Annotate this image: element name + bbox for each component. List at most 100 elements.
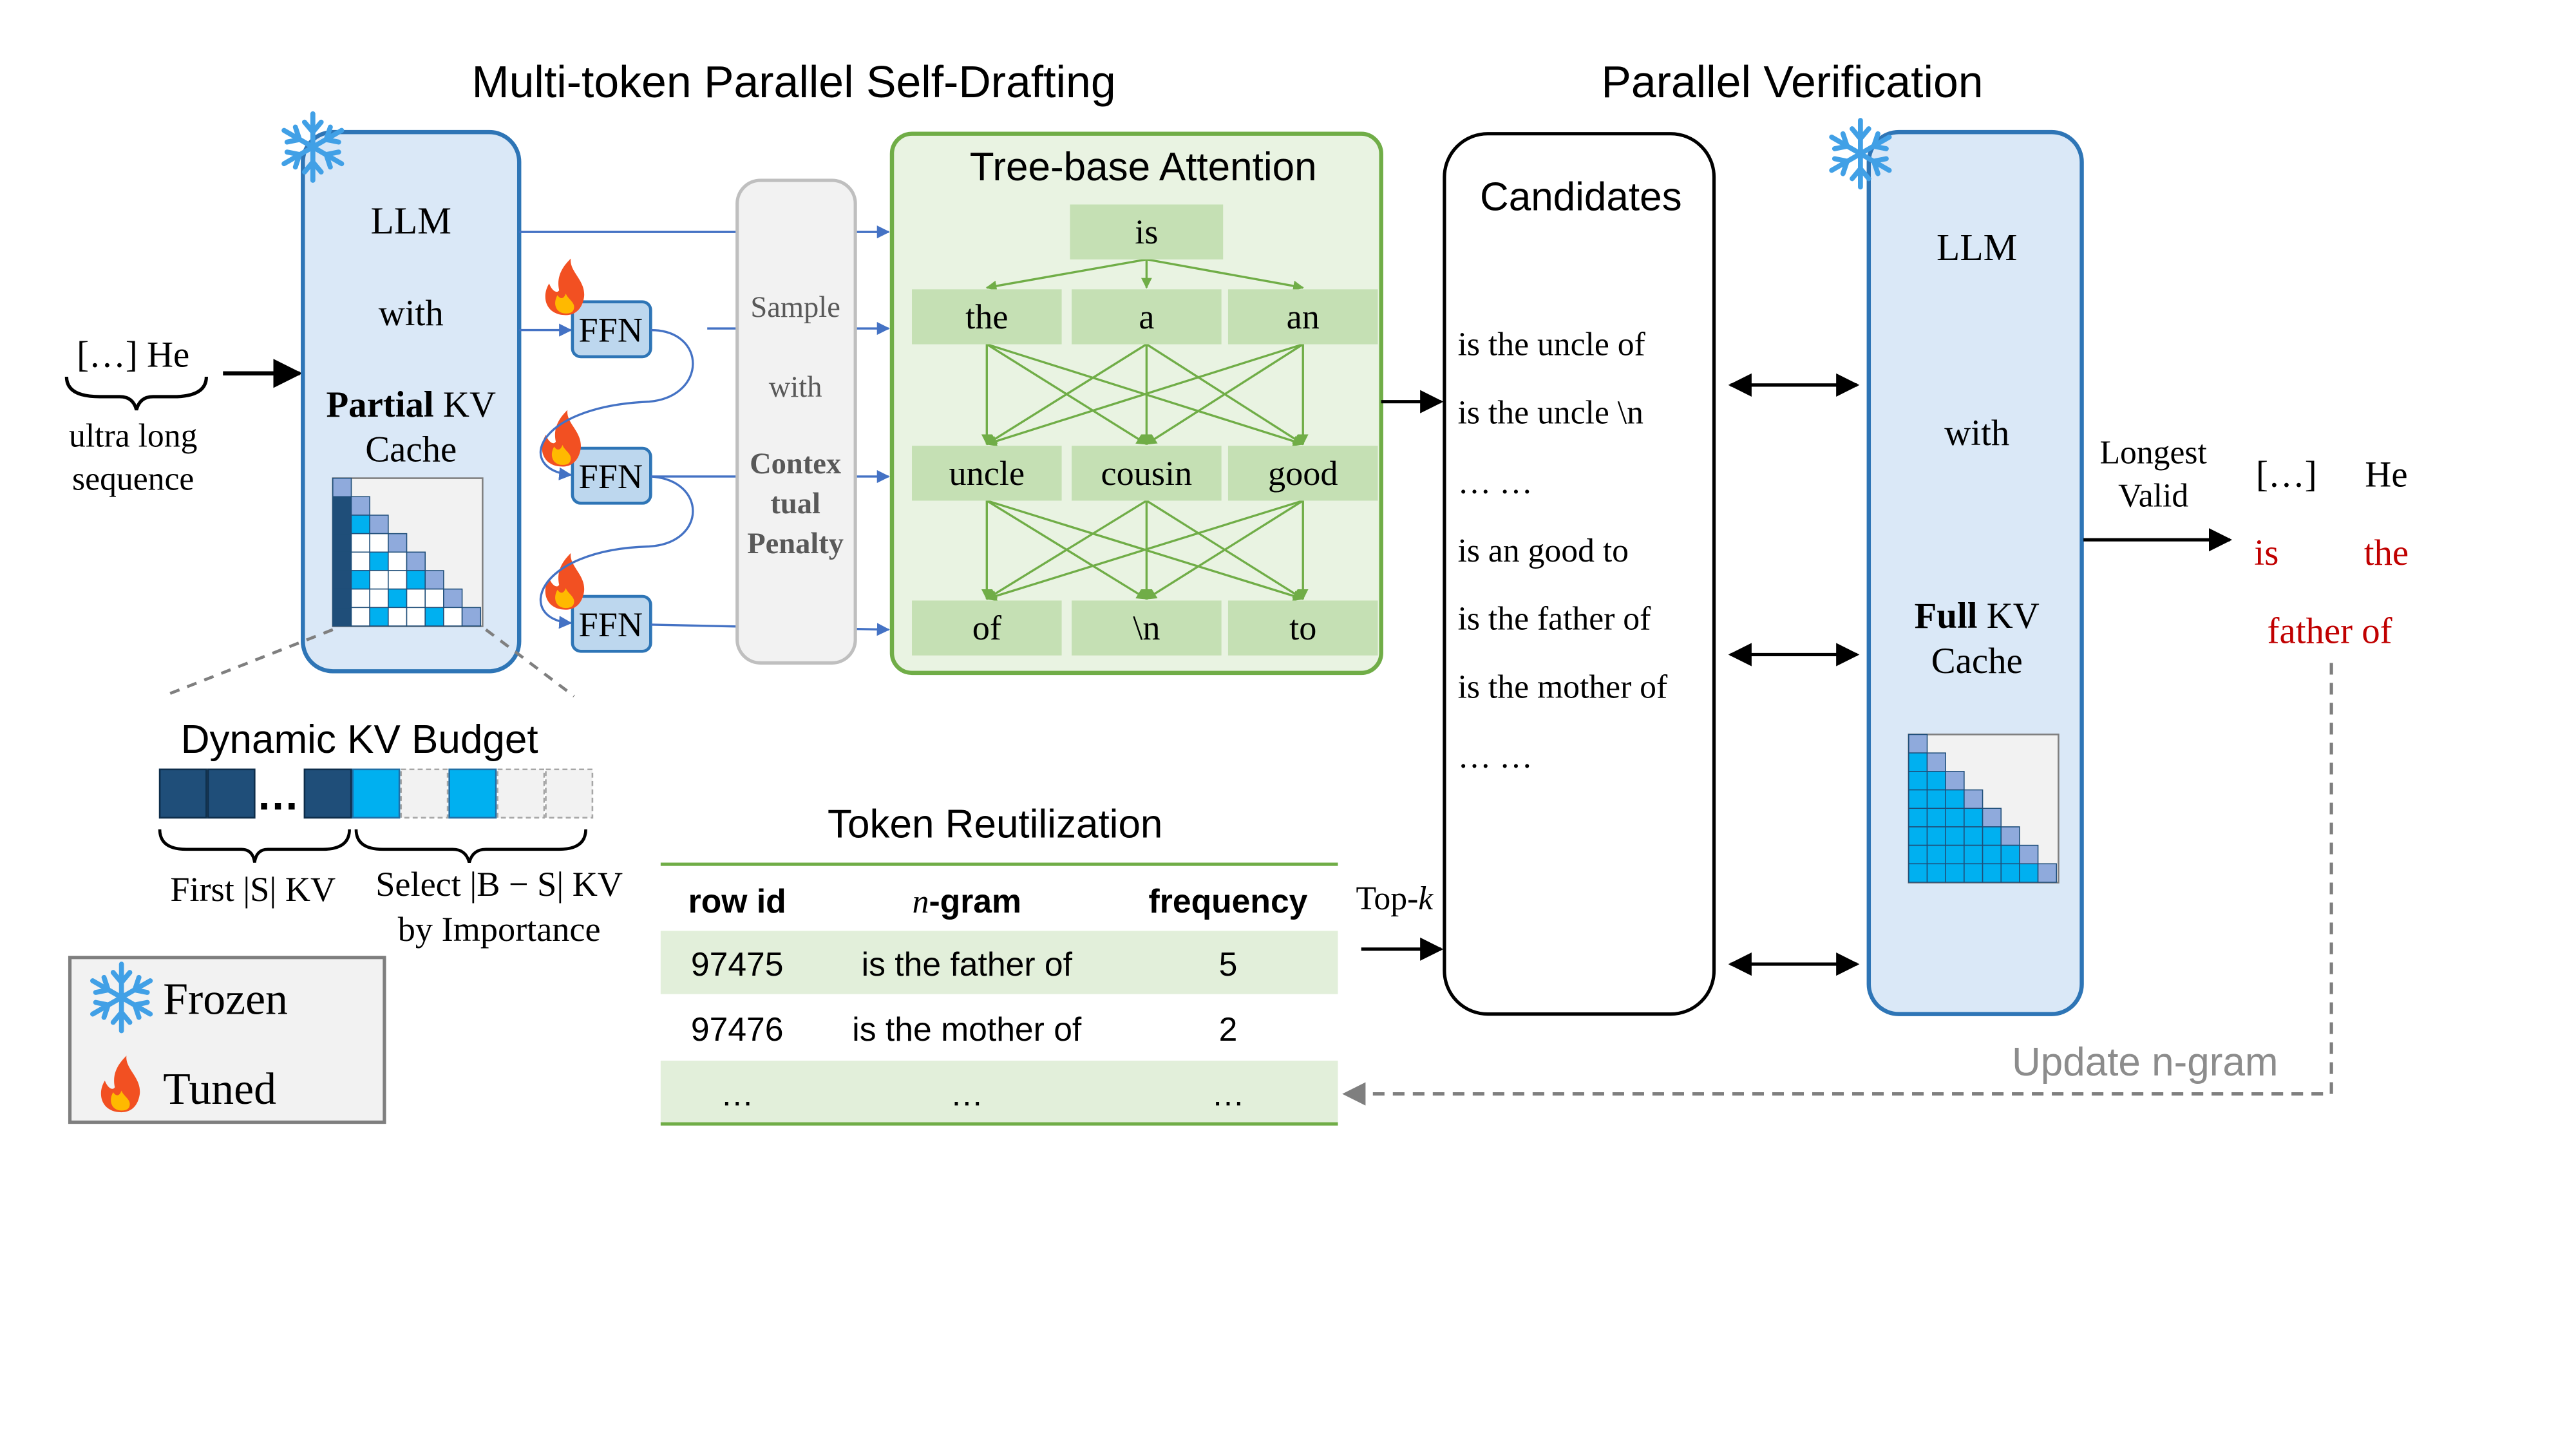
tree-node-label: to xyxy=(1289,609,1316,647)
tree-node xyxy=(912,289,1062,345)
tree-node-label: uncle xyxy=(949,454,1025,493)
kv-cell xyxy=(1908,844,1928,865)
kv-cell xyxy=(443,607,463,627)
tree-node xyxy=(912,446,1062,501)
kv-cell xyxy=(2037,863,2058,883)
table-header-ngram-rest: -gram xyxy=(929,882,1021,920)
kv-cell xyxy=(1908,752,1928,772)
longest-label: Longest xyxy=(2099,434,2207,471)
kv-cell xyxy=(1982,826,2002,846)
kv-cell xyxy=(406,588,426,609)
output-father-of: father of xyxy=(2268,611,2392,651)
output-the: the xyxy=(2364,533,2409,573)
kv-cell xyxy=(1982,844,2002,865)
title-self-drafting: Multi-token Parallel Self-Drafting xyxy=(471,57,1115,107)
tree-edges xyxy=(981,258,1309,601)
kv-cell xyxy=(1908,789,1928,810)
kv-cell xyxy=(350,588,370,609)
kv-cell xyxy=(388,588,408,609)
llm-full-kv-rest: KV xyxy=(1978,596,2040,636)
first-s-kv-label: First |S| KV xyxy=(170,870,336,909)
kv-cell xyxy=(1908,771,1928,791)
topk-text: Top- xyxy=(1356,880,1418,917)
sample-line3: Contex xyxy=(750,448,841,480)
llm-partial-with: with xyxy=(379,293,444,334)
ffn-label-3: FFN xyxy=(579,605,643,644)
kv-cell xyxy=(332,607,352,627)
tree-node-label: a xyxy=(1139,298,1154,336)
kv-cell xyxy=(1945,863,1965,883)
kv-cell xyxy=(350,515,370,535)
ffn-fire-icon-1 xyxy=(545,258,585,316)
llm-full-kv-line: Full KV xyxy=(1915,596,2040,636)
candidate-item: is the uncle of xyxy=(1458,326,1646,363)
ffn-fire-icon-3 xyxy=(545,553,585,610)
select-kv-label: Select |B − S| KV xyxy=(375,865,623,904)
tree-node xyxy=(1227,446,1378,501)
kv-cell xyxy=(406,551,426,571)
kv-cell xyxy=(1945,826,1965,846)
table-cell: 97475 xyxy=(691,945,784,983)
candidates-title: Candidates xyxy=(1480,175,1682,220)
kv-cell xyxy=(2019,844,2039,865)
ffn-fire-icon-2 xyxy=(542,410,581,467)
select-kv-label2: by Importance xyxy=(398,910,601,949)
ffn-heads: FFN FFN FFN xyxy=(571,300,652,653)
kv-cell xyxy=(332,570,352,590)
kv-cell xyxy=(443,588,463,609)
input-caption-line1: ultra long xyxy=(69,417,197,454)
input-caption-line2: sequence xyxy=(72,461,194,498)
kv-budget-strip: … xyxy=(158,768,594,819)
table-row-bg xyxy=(660,1060,1338,1124)
tree-edge xyxy=(985,258,1147,292)
kv-cell xyxy=(388,570,408,590)
kv-cell xyxy=(1926,808,1946,828)
kv-cell xyxy=(424,588,444,609)
kv-cell xyxy=(1926,789,1946,810)
kv-cell xyxy=(369,551,389,571)
sample-penalty-box xyxy=(735,178,857,665)
kv-cell xyxy=(332,588,352,609)
kv-cell xyxy=(1926,844,1946,865)
kv-cell xyxy=(1982,808,2002,828)
kv-cell xyxy=(369,515,389,535)
legend-tuned: Tuned xyxy=(163,1065,276,1114)
kv-cell xyxy=(2000,844,2020,865)
table-header-ngram: n-gram xyxy=(913,882,1021,920)
kv-cell xyxy=(1945,789,1965,810)
output-he: He xyxy=(2365,454,2407,495)
tree-node xyxy=(1227,600,1378,656)
candidate-item: is the mother of xyxy=(1458,669,1668,706)
kv-cell xyxy=(1945,808,1965,828)
llm-partial-title: LLM xyxy=(371,200,451,242)
legend-frozen: Frozen xyxy=(163,975,288,1025)
kv-cell xyxy=(406,607,426,627)
table-cell: 97476 xyxy=(691,1010,784,1048)
kv-cell xyxy=(424,607,444,627)
kv-cell xyxy=(332,533,352,553)
kv-cell xyxy=(1908,863,1928,883)
kv-cell xyxy=(350,607,370,627)
kv-cell xyxy=(332,551,352,571)
dynamic-kv-budget-title: Dynamic KV Budget xyxy=(181,717,538,762)
full-kv-matrix xyxy=(1908,734,2058,883)
input-brace xyxy=(64,376,208,411)
candidate-verify-arrows xyxy=(1728,373,1860,976)
table-cell: … xyxy=(950,1075,983,1113)
tree-node xyxy=(1072,289,1222,345)
tree-node xyxy=(912,600,1062,656)
tree-node-label: is xyxy=(1135,213,1158,251)
sample-line4: tual xyxy=(770,488,820,520)
kv-cell xyxy=(1964,863,1984,883)
zoom-line-left xyxy=(162,628,334,698)
select-brace xyxy=(354,829,587,864)
table-header-ngram-n: n xyxy=(913,884,929,920)
kv-cell xyxy=(1908,734,1928,753)
kv-cell xyxy=(2000,826,2020,846)
kv-cell xyxy=(350,496,370,516)
kv-cell xyxy=(369,607,389,627)
kv-cell xyxy=(1908,826,1928,846)
candidate-item: is the father of xyxy=(1458,601,1652,638)
